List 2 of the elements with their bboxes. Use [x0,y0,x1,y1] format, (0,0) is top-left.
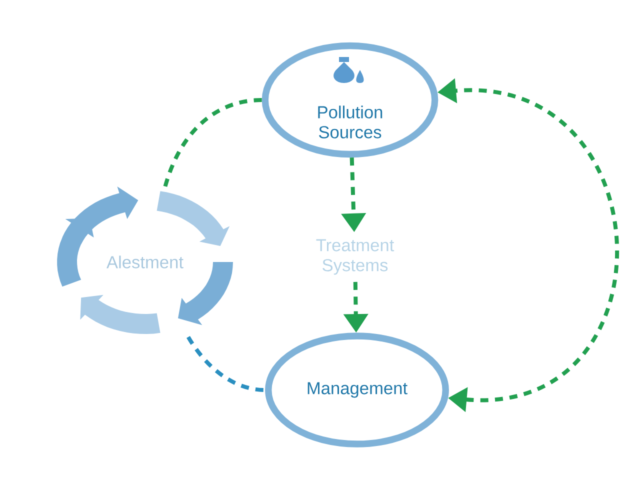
node-label: Alestment [106,256,184,268]
node-label: Treatment Systems [316,239,394,275]
